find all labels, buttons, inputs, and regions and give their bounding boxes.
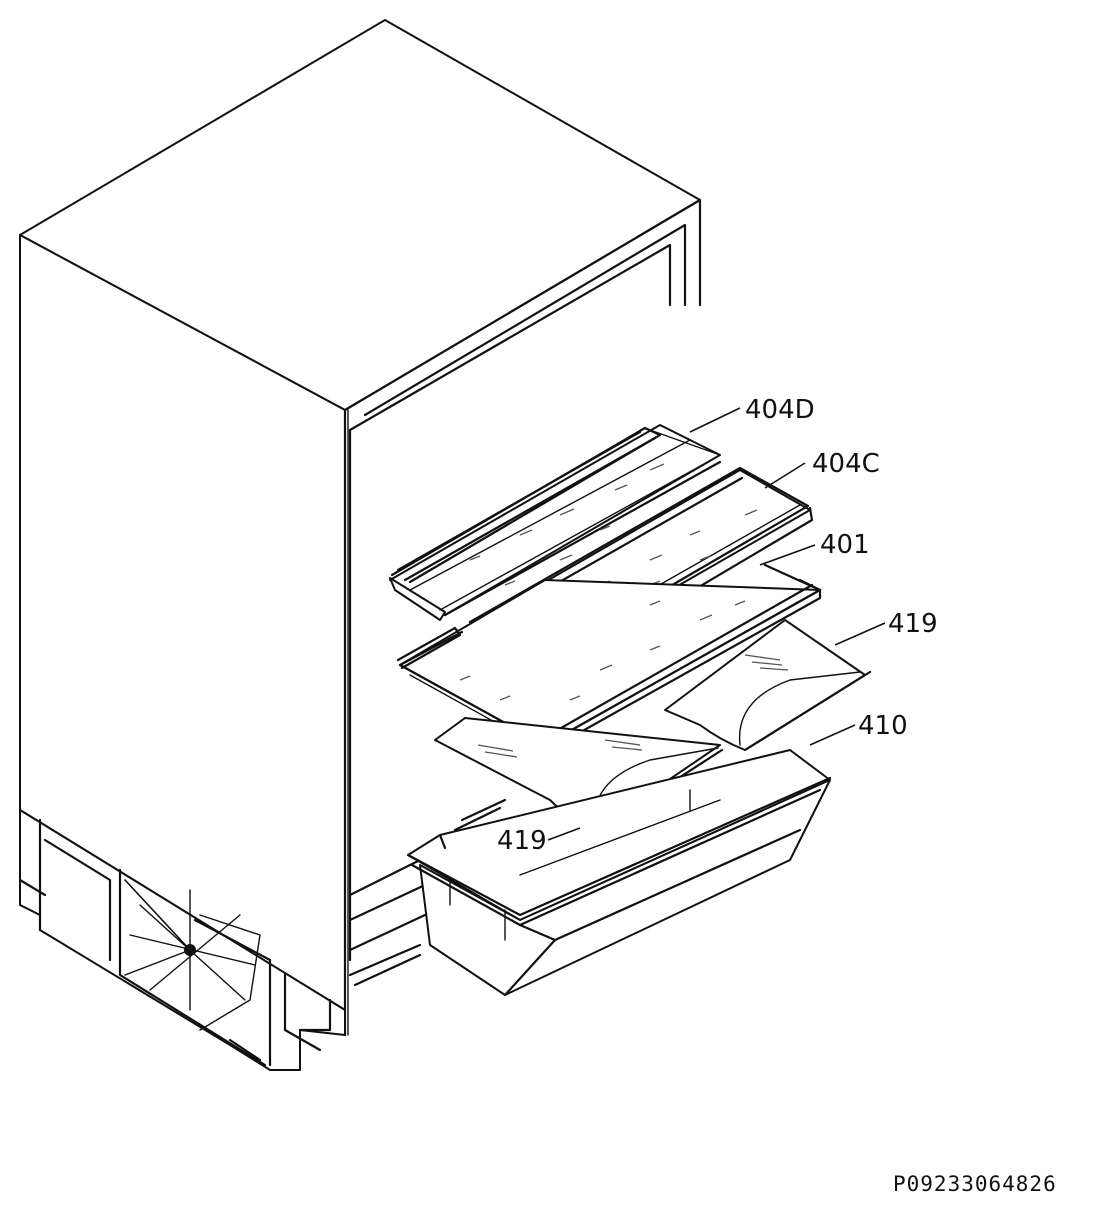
callout-404c: 404C [812,449,880,479]
callout-410: 410 [858,711,908,741]
reference-code: P09233064826 [893,1172,1057,1196]
callout-419-right: 419 [888,609,938,639]
callout-leaders [547,407,886,841]
shelf-401 [396,563,822,754]
crisper-drawer-410 [406,749,832,997]
callout-401: 401 [820,530,870,560]
vent-grille [124,879,261,1031]
refrigerator-cabinet [18,19,702,1071]
callout-404d: 404D [745,395,815,425]
cover-419-right [664,619,872,752]
callout-419-left: 419 [497,826,547,856]
shelf-404d [389,424,722,621]
